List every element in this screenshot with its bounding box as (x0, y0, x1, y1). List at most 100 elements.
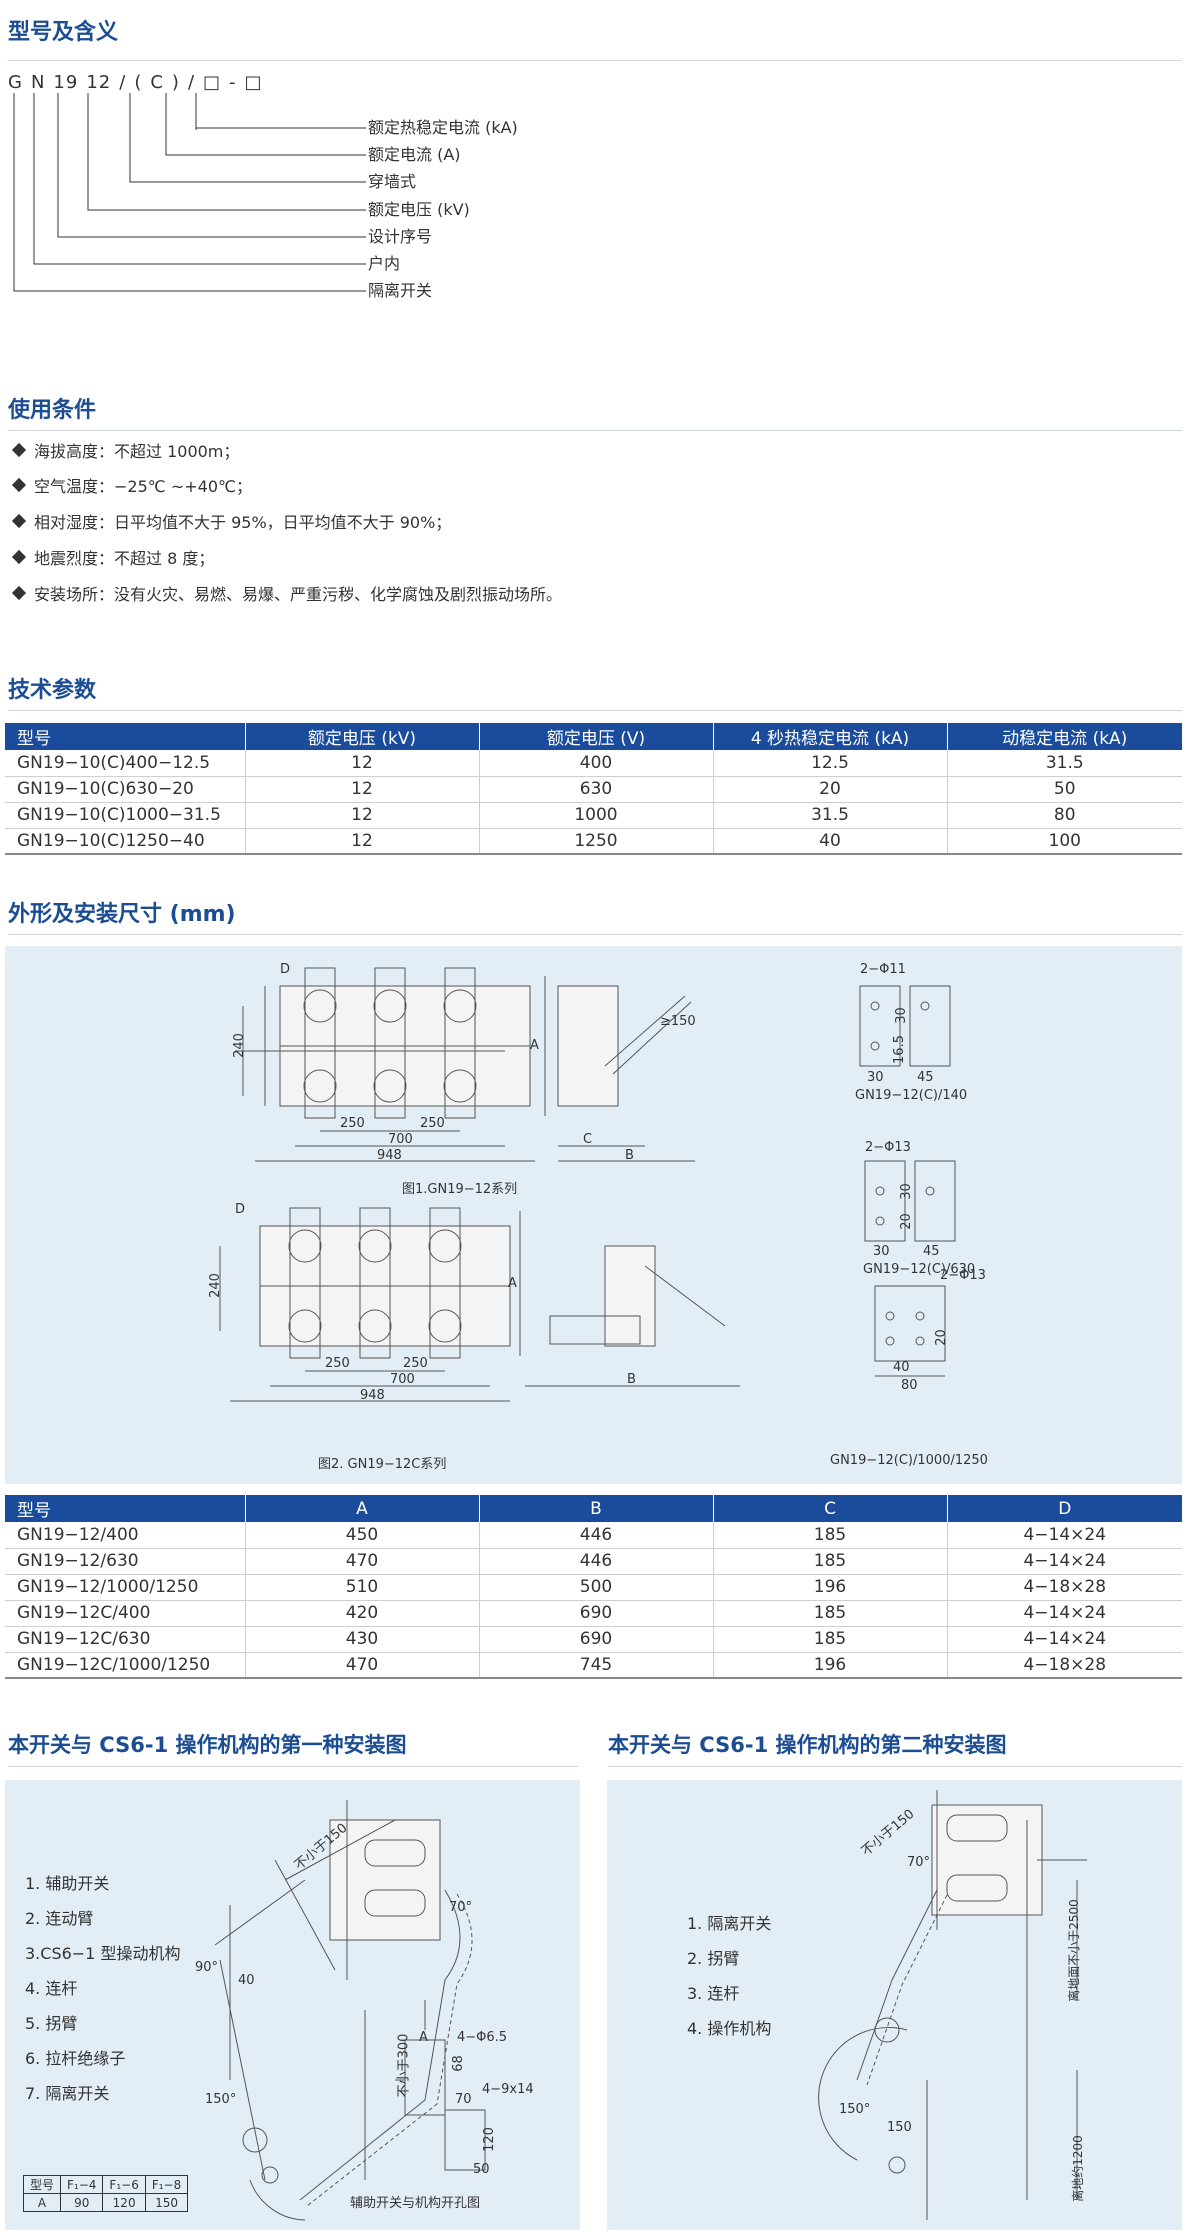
dim-label: 80 (901, 1378, 918, 1393)
install2-panel: 1. 隔离开关 2. 拐臂 3. 连杆 4. 操作机构 不小于150 离地面不小… (607, 1780, 1182, 2230)
dim-label: 20 (933, 1329, 949, 1346)
dim-label: 948 (360, 1388, 385, 1403)
dim-label: B (627, 1372, 636, 1387)
dim-label: 70° (449, 1900, 473, 1915)
dim-label: A (508, 1276, 517, 1291)
dim-label: 45 (923, 1244, 940, 1259)
dimension-drawings (219, 967, 956, 1402)
dim-label: 150° (839, 2102, 871, 2117)
dim-label: 70° (907, 1855, 931, 1870)
dimension-drawing-panel: D 240 A 250 250 700 948 ≥150 C B 图1.GN19… (5, 946, 1182, 1484)
dim-label: C (583, 1132, 593, 1147)
condition-item: 空气温度：−25℃ ~+40℃； (10, 476, 252, 498)
dim-label: 20 (898, 1213, 914, 1230)
legend-item: 2. 连动臂 (25, 1909, 94, 1928)
section-title-install2: 本开关与 CS6-1 操作机构的第二种安装图 (608, 1733, 1007, 1757)
figure-caption: 图2. GN19−12C系列 (318, 1457, 447, 1472)
dim-label: 40 (238, 1973, 255, 1988)
section-title-tech: 技术参数 (8, 678, 97, 703)
dim-label: 150 (887, 2120, 912, 2135)
dim-label: 700 (390, 1372, 415, 1387)
dim-label: 40 (893, 1360, 910, 1375)
meaning-disconnector: 隔离开关 (368, 281, 433, 300)
dim-label: 不小于300 (396, 2033, 412, 2098)
legend-item: 1. 隔离开关 (687, 1914, 772, 1933)
dim-label: 90° (195, 1960, 219, 1975)
dim-label: B (625, 1148, 634, 1163)
legend-item: 2. 拐臂 (687, 1949, 740, 1968)
legend-item: 4. 操作机构 (687, 2019, 772, 2038)
model-code-diagram (13, 93, 366, 292)
dim-label: 250 (403, 1356, 428, 1371)
dim-label: 68 (450, 2055, 466, 2072)
dim-label: 948 (377, 1148, 402, 1163)
dim-label: 离地约1200 (1070, 2135, 1085, 2202)
dim-label: A (530, 1038, 539, 1053)
divider (8, 934, 1182, 935)
dim-label: 4−Φ6.5 (457, 2030, 508, 2045)
dim-label: 150° (205, 2092, 237, 2107)
divider (8, 430, 1182, 431)
condition-item: 地震烈度：不超过 8 度； (10, 548, 214, 570)
legend-item: 3. 连杆 (687, 1984, 740, 2003)
dim-label: ≥150 (660, 1014, 696, 1029)
hole-label: 2−Φ13 (940, 1268, 986, 1283)
dim-label: 离地面不小于2500 (1066, 1899, 1081, 2002)
meaning-rated-voltage: 额定电压 (kV) (368, 200, 470, 219)
dim-label: D (235, 1202, 246, 1217)
meaning-thermal-current: 额定热稳定电流 (kA) (368, 118, 518, 137)
dim-label: 30 (867, 1070, 884, 1085)
dim-label: 700 (388, 1132, 413, 1147)
dim-label: 250 (325, 1356, 350, 1371)
section-title-model: 型号及含义 (8, 20, 119, 45)
legend-item: 1. 辅助开关 (25, 1874, 110, 1893)
dim-label: 50 (473, 2162, 490, 2177)
dim-label: A (419, 2030, 428, 2045)
dim-label: 30 (893, 1007, 909, 1024)
dim-label: 250 (420, 1116, 445, 1131)
dim-label: 70 (455, 2092, 472, 2107)
dim-label: 240 (231, 1033, 247, 1058)
dim-label: 4−9x14 (482, 2082, 534, 2097)
hole-label: 2−Φ13 (865, 1140, 911, 1155)
legend-item: 6. 拉杆绝缘子 (25, 2049, 126, 2068)
meaning-indoor: 户内 (368, 254, 401, 273)
divider (608, 1766, 1182, 1767)
divider (8, 1766, 578, 1767)
meaning-rated-current: 额定电流 (A) (368, 145, 461, 164)
divider (8, 710, 1182, 711)
meaning-design-no: 设计序号 (368, 227, 433, 246)
install1-drawing (214, 1800, 486, 2221)
dim-label: 16.5 (891, 1035, 907, 1064)
detail-label: GN19−12(C)/140 (855, 1088, 968, 1103)
dim-label: 240 (207, 1273, 223, 1298)
condition-item: 相对湿度：日平均值不大于 95%，日平均值不大于 90%； (10, 512, 451, 534)
condition-item: 海拔高度：不超过 1000m； (10, 441, 239, 463)
divider (8, 60, 1182, 61)
detail-label: GN19−12(C)/1000/1250 (830, 1453, 988, 1468)
install1-panel: 1. 辅助开关 2. 连动臂 3.CS6−1 型操动机构 4. 连杆 5. 拐臂… (5, 1780, 580, 2230)
dim-label: 45 (917, 1070, 934, 1085)
figure-caption: 图1.GN19−12系列 (402, 1182, 518, 1197)
figure-caption: 辅助开关与机构开孔图 (350, 2196, 481, 2211)
tech-table: 型号 额定电压 (kV) 额定电压 (V) 4 秒热稳定电流 (kA) 动稳定电… (5, 723, 1182, 855)
section-title-dims: 外形及安装尺寸 (mm) (8, 902, 236, 927)
install2-drawing (818, 1790, 1087, 2220)
legend-item: 3.CS6−1 型操动机构 (25, 1944, 181, 1963)
meaning-wall-type: 穿墙式 (368, 172, 417, 191)
legend-item: 5. 拐臂 (25, 2014, 78, 2033)
legend-item: 7. 隔离开关 (25, 2084, 110, 2103)
dim-label: D (280, 962, 291, 977)
